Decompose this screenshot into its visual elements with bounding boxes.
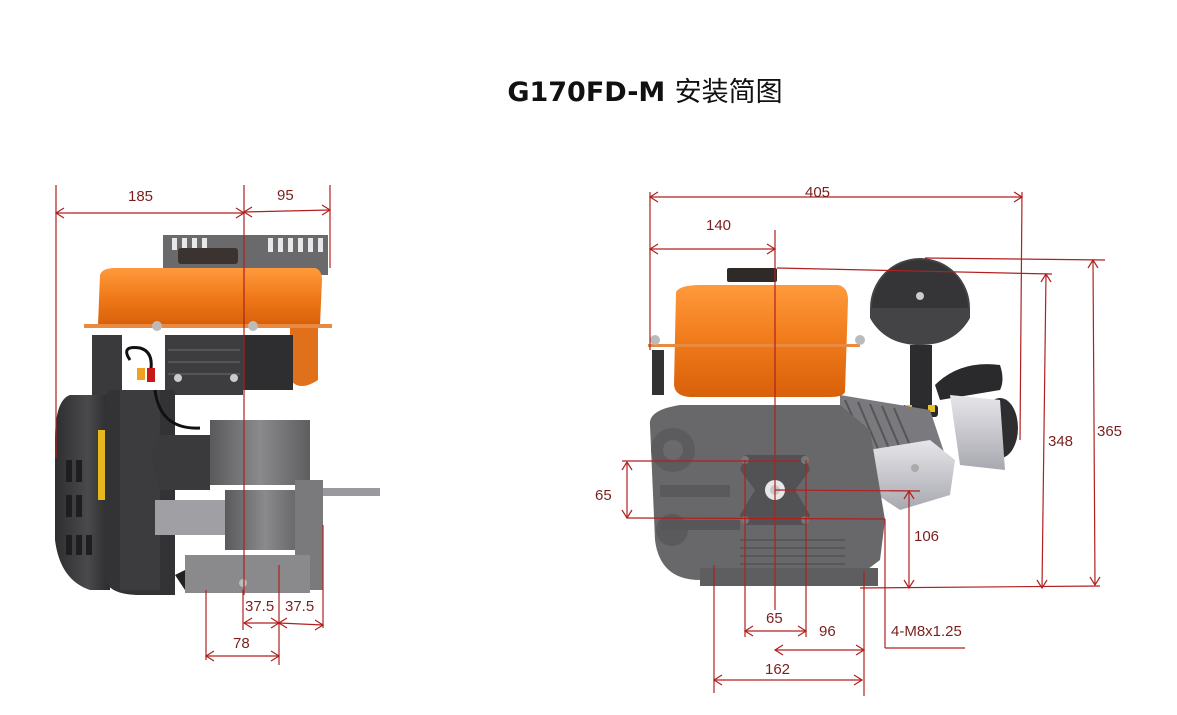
arrowheads	[54, 191, 1101, 686]
dim-side-left-width: 185	[128, 188, 154, 205]
dim-side-hole-spacing-2: 37.5	[285, 598, 315, 615]
dim-side-hole-spacing-1: 37.5	[245, 598, 275, 615]
drawing-title: G170FD-M 安装简图	[0, 70, 1177, 109]
side-view-engine	[55, 235, 380, 595]
dim-front-overall-width: 405	[805, 184, 831, 201]
dim-front-shaft-height: 106	[914, 528, 940, 545]
dim-front-thread-spec: 4-M8x1.25	[891, 623, 962, 640]
model-name: G170FD-M	[507, 77, 666, 108]
dimension-lines	[55, 185, 1106, 696]
dim-side-base-offset: 78	[233, 635, 250, 652]
dim-front-base-width: 162	[765, 661, 791, 678]
dim-front-shaft-to-base: 96	[819, 623, 836, 640]
dim-front-center-offset: 140	[706, 217, 732, 234]
dim-front-bolt-horizontal: 65	[766, 610, 783, 627]
dim-front-height-tank: 348	[1048, 433, 1074, 450]
dim-side-right-width: 95	[277, 187, 294, 204]
front-view-engine	[648, 258, 1018, 586]
dim-front-height-total: 365	[1097, 423, 1123, 440]
title-subtitle: 安装简图	[674, 77, 783, 108]
dim-front-bolt-vertical: 65	[595, 487, 612, 504]
